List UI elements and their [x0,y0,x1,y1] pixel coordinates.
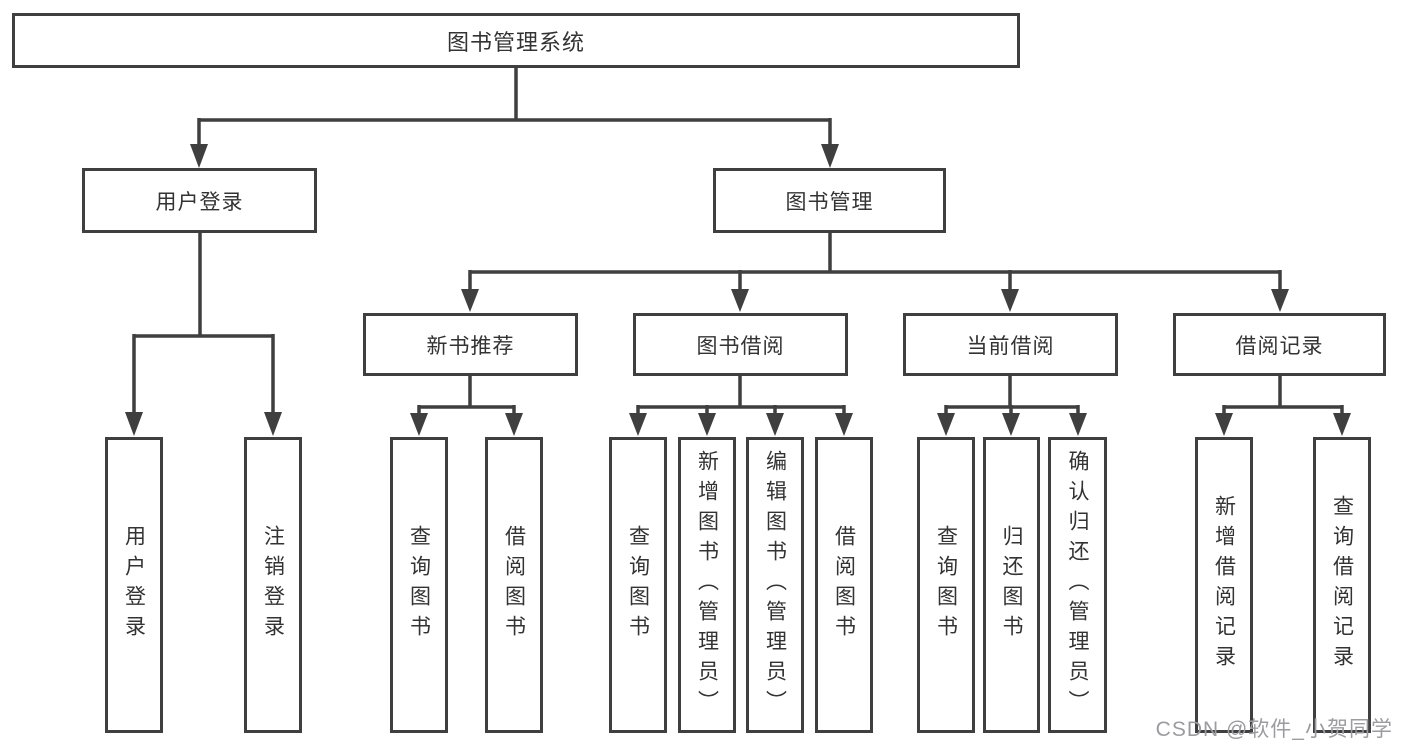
node-system-root-label: 图书管理系统 [446,29,585,55]
connector-borrow-records-split [1222,376,1344,415]
leaf-add-borrow-record: 新增借阅记录 [1195,437,1253,733]
leaf-recommend-borrow-books: 借阅图书 [485,437,543,733]
leaf-current-query-books: 查询图书 [917,437,975,733]
leaf-borrow-query-books: 查询图书 [609,437,667,733]
arrowheads-recommend-children [410,413,523,436]
arrowheads-user-login-children [125,412,282,436]
connector-recommend-split [417,376,516,415]
leaf-confirm-return-admin-label: 确认归还（管理员） [1066,450,1089,720]
leaf-borrow-books-label: 借阅图书 [832,525,856,645]
leaf-recommend-borrow-books-label: 借阅图书 [502,525,526,645]
connector-current-borrow-split [944,376,1080,415]
leaf-add-books-admin: 新增图书（管理员） [678,437,736,733]
arrowheads-level3 [461,289,1289,312]
leaf-edit-books-admin-label: 编辑图书（管理员） [763,450,787,720]
node-new-book-recommend-label: 新书推荐 [426,334,515,358]
node-current-borrow: 当前借阅 [903,313,1118,376]
node-user-login: 用户登录 [82,168,317,233]
leaf-add-borrow-record-label: 新增借阅记录 [1212,495,1236,675]
node-book-management-label: 图书管理 [785,190,874,214]
arrowheads-current-borrow-children [937,413,1087,436]
leaf-logout: 注销登录 [244,437,302,733]
leaf-query-borrow-record-label: 查询借阅记录 [1330,495,1354,675]
node-new-book-recommend: 新书推荐 [363,313,578,376]
node-user-login-label: 用户登录 [155,190,244,214]
node-book-borrow: 图书借阅 [633,313,848,376]
leaf-current-query-books-label: 查询图书 [934,525,958,645]
leaf-user-login: 用户登录 [105,437,163,733]
leaf-confirm-return-admin: 确认归还（管理员） [1048,437,1107,733]
leaf-add-books-admin-label: 新增图书（管理员） [695,450,719,720]
node-current-borrow-label: 当前借阅 [966,334,1055,358]
node-book-management: 图书管理 [713,168,946,233]
connector-root-split [197,68,832,146]
leaf-logout-label: 注销登录 [261,525,285,645]
node-borrow-records: 借阅记录 [1173,313,1386,376]
leaf-query-borrow-record: 查询借阅记录 [1313,437,1371,733]
csdn-watermark: CSDN @软件_小贺同学 [1155,718,1393,741]
leaf-return-books-label: 归还图书 [1000,525,1023,645]
leaf-borrow-query-books-label: 查询图书 [626,525,650,645]
leaf-edit-books-admin: 编辑图书（管理员） [746,437,804,733]
leaf-return-books: 归还图书 [983,437,1040,733]
leaf-recommend-query-books-label: 查询图书 [407,525,431,645]
connector-book-borrow-split [636,376,846,415]
leaf-borrow-books: 借阅图书 [815,437,873,733]
arrowheads-borrow-records-children [1215,413,1351,436]
connector-book-management-split [468,233,1282,291]
node-borrow-records-label: 借阅记录 [1235,334,1324,358]
node-book-borrow-label: 图书借阅 [696,334,785,358]
leaf-recommend-query-books: 查询图书 [390,437,448,733]
connector-user-login-split [132,233,275,414]
arrowheads-level2 [190,144,839,168]
node-system-root: 图书管理系统 [12,13,1020,68]
arrowheads-book-borrow-children [629,413,853,436]
leaf-user-login-label: 用户登录 [122,525,146,645]
